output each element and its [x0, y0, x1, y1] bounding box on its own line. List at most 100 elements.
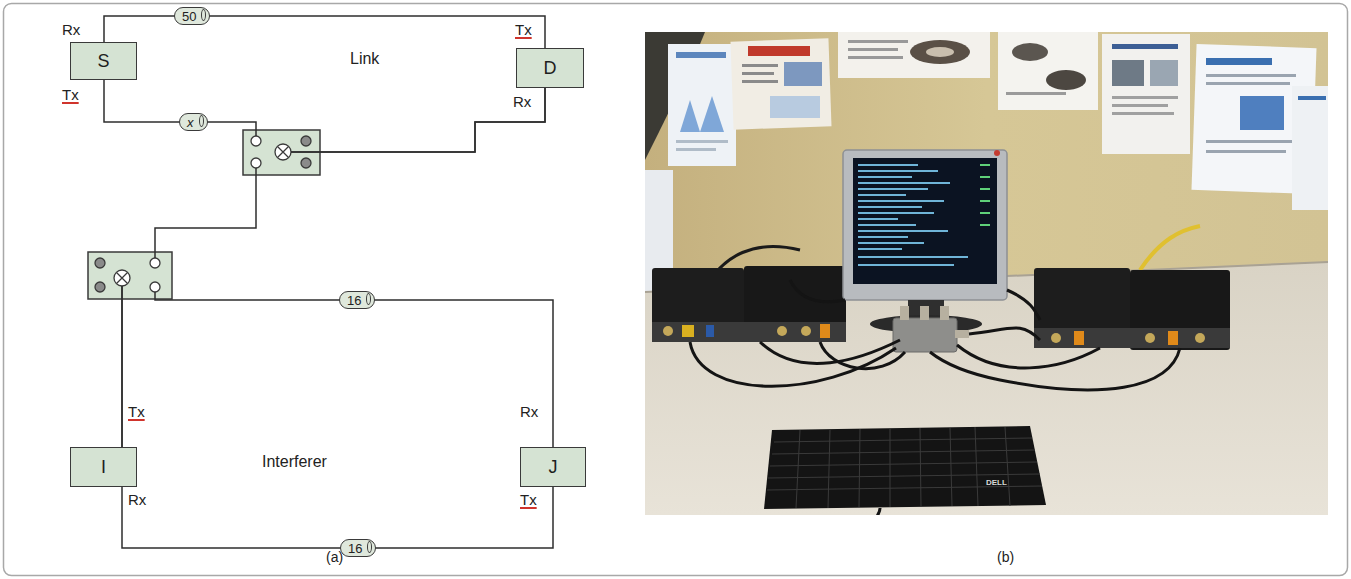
lab-photo-part-part	[858, 164, 918, 166]
lab-photo-part	[850, 508, 880, 515]
lab-photo-part	[663, 326, 673, 336]
coax-wire	[122, 487, 553, 548]
lab-photo-part	[1145, 333, 1155, 343]
lab-photo-part	[910, 40, 970, 64]
cable-symbol: 16	[339, 291, 375, 309]
lab-photo-part-part	[858, 230, 948, 232]
lab-photo-part-part	[690, 342, 896, 386]
lab-photo-part	[1046, 70, 1086, 90]
keyboard-brand: DELL	[986, 479, 1007, 488]
lab-photo-part	[1112, 96, 1178, 99]
lab-photo-part	[1206, 74, 1296, 77]
node-label: I	[101, 457, 106, 478]
cable-length: 16	[348, 542, 362, 555]
cable-symbol: x	[179, 113, 208, 131]
lab-photo-part-part	[890, 429, 891, 507]
lab-photo-part-part	[858, 264, 954, 266]
splitter-symbol-part	[150, 258, 160, 268]
port-label: Rx	[520, 404, 538, 421]
lab-photo-part	[1206, 58, 1272, 65]
lab-photo-part	[1012, 43, 1048, 61]
lab-photo-part-part	[858, 242, 924, 244]
lab-photo-part	[980, 164, 990, 226]
port-label: Tx	[515, 22, 532, 39]
coax-wire	[104, 80, 545, 152]
lab-photo-part	[848, 48, 898, 51]
lab-photo-part	[764, 426, 1046, 509]
terminal-box: J	[520, 447, 586, 487]
splitter-symbol-part	[301, 136, 311, 146]
lab-photo-part	[1240, 96, 1284, 130]
port-label: Tx	[520, 492, 537, 509]
port-label: Rx	[513, 94, 531, 111]
lab-photo-part-part	[920, 428, 921, 507]
lab-photo-part-part	[858, 188, 928, 190]
lab-photo-part-part	[858, 200, 944, 202]
lab-photo-part-part	[858, 206, 922, 208]
lab-photo-part-part	[980, 212, 990, 214]
lab-photo-part	[848, 56, 903, 59]
lab-photo-part	[1074, 331, 1084, 345]
lab-photo-part	[652, 322, 846, 342]
lab-photo-part	[767, 427, 1042, 508]
lab-photo-part	[690, 280, 1180, 390]
lab-photo-part	[853, 158, 997, 284]
lab-photo-part	[843, 150, 1007, 300]
lab-photo-part-part	[774, 438, 1032, 442]
splitter-symbol-part	[117, 273, 128, 284]
lab-photo-part-part	[858, 176, 912, 178]
lab-photo-part	[1206, 82, 1290, 85]
lab-photo-part-part	[828, 430, 830, 508]
lab-photo-part-part	[858, 236, 908, 238]
port-label: Tx	[128, 404, 145, 421]
lab-photo	[645, 32, 1328, 515]
node-label: J	[549, 457, 558, 478]
lab-photo-part	[858, 164, 968, 266]
lab-photo-part	[1206, 140, 1296, 143]
lab-photo-part	[893, 318, 957, 352]
lab-photo-part	[784, 62, 822, 86]
lab-photo-part-part	[858, 212, 934, 214]
splitter-symbol-part	[150, 282, 160, 292]
lab-photo-part	[900, 306, 909, 320]
port-label: Tx	[62, 87, 79, 104]
lab-photo-part	[1298, 96, 1326, 100]
lab-photo-part	[940, 306, 949, 320]
splitter-symbol-part	[278, 147, 289, 158]
lab-photo-part	[1112, 104, 1168, 107]
splitter-symbol-part	[114, 270, 130, 286]
lab-photo-part	[706, 325, 714, 337]
splitter-symbol-part	[301, 158, 311, 168]
lab-photo-part-part	[975, 427, 978, 506]
lab-photo-part	[1292, 86, 1328, 210]
lab-photo-part	[676, 52, 726, 58]
lab-photo-part-part	[980, 224, 990, 226]
lab-photo-part-part	[980, 176, 990, 178]
lab-photo-part-part	[858, 218, 898, 220]
splitter-symbol-part	[251, 136, 261, 146]
lab-photo-part	[680, 96, 724, 132]
lab-photo-part	[682, 325, 694, 337]
splitter-symbol-part	[251, 158, 261, 168]
lab-photo-part-part	[980, 164, 990, 166]
lab-photo-part-part	[1005, 427, 1010, 506]
lab-photo-part-part	[790, 280, 845, 302]
lab-photo-part	[668, 44, 736, 166]
lab-photo-part-part	[820, 342, 905, 369]
cable-end	[366, 293, 371, 305]
lab-photo-part-part	[858, 194, 906, 196]
lab-photo-part	[770, 96, 820, 118]
terminal-box: I	[70, 447, 137, 487]
panel-label: (b)	[997, 550, 1014, 565]
lab-photo-part	[1150, 60, 1178, 86]
lab-photo-part	[1034, 328, 1230, 348]
group-label: Link	[350, 50, 379, 68]
splitter-symbol-part	[95, 258, 105, 268]
lab-photo-part-part	[858, 182, 950, 184]
lab-photo-part	[1140, 226, 1200, 270]
lab-photo-part-part	[930, 348, 1180, 390]
